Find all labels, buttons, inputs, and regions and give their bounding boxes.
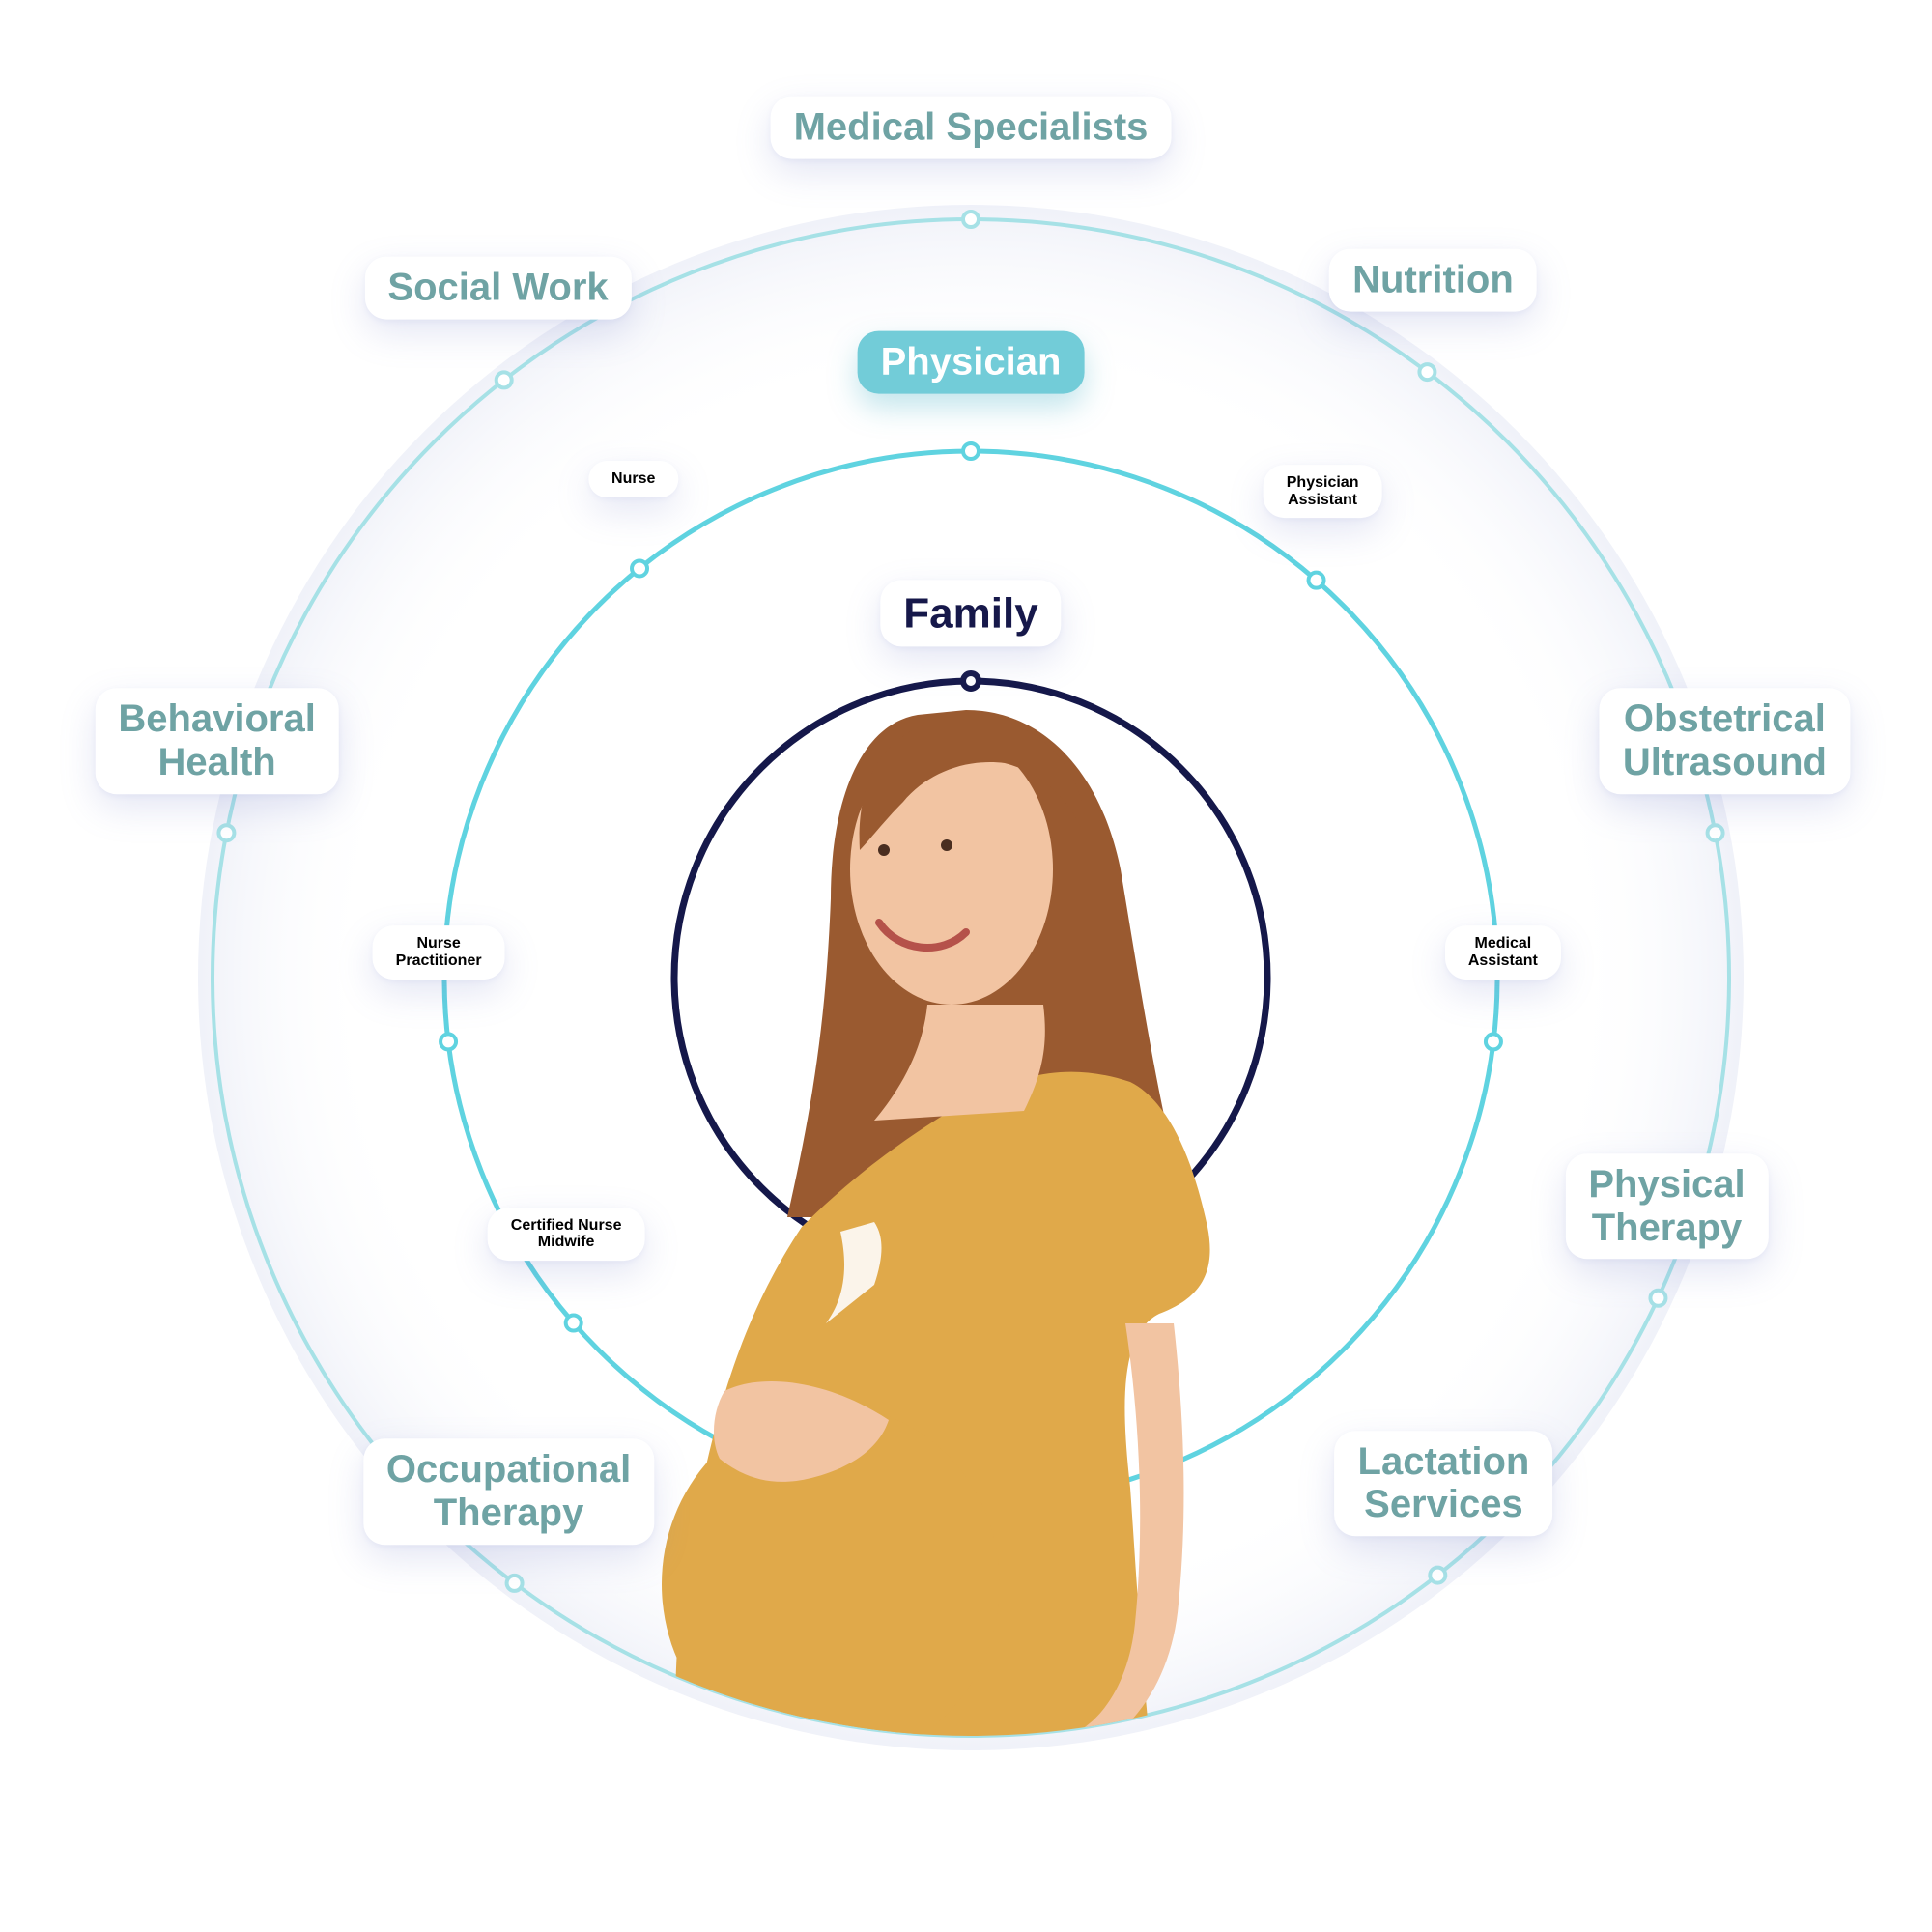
outer-ring-node-obstetrical-ultrasound (1705, 823, 1725, 843)
role-label-physician: Physician (857, 330, 1085, 394)
outer-ring-node-occupational-therapy (504, 1573, 525, 1593)
role-label-behavioral-health: Behavioral Health (95, 688, 339, 794)
outer-ring-node-lactation-services (1428, 1565, 1448, 1585)
role-label-obstetrical-ultrasound: Obstetrical Ultrasound (1599, 688, 1850, 794)
outer-ring-node-behavioral-health (216, 823, 237, 843)
lace (826, 1222, 882, 1323)
role-label-family: Family (880, 580, 1062, 647)
role-label-nurse-practitioner: Nurse Practitioner (372, 925, 505, 980)
middle-ring-node-physician (961, 441, 980, 461)
role-label-nutrition: Nutrition (1329, 248, 1537, 312)
eye-left (878, 844, 890, 856)
hair-front (859, 716, 1087, 850)
inner-ring-node-family (960, 670, 981, 692)
role-label-nurse: Nurse (588, 461, 679, 498)
eye-right (941, 839, 952, 851)
outer-ring-node-nutrition (1417, 362, 1437, 383)
hand (713, 1381, 889, 1482)
belly (662, 1406, 1000, 1736)
smile (875, 919, 970, 952)
middle-ring-node-medical-assistant (1483, 1032, 1503, 1052)
role-label-social-work: Social Work (364, 257, 632, 320)
middle-ring-node-nurse (630, 558, 650, 579)
ring-node-dots (216, 210, 1725, 1593)
role-label-physician-assistant: Physician Assistant (1263, 464, 1382, 519)
role-label-occupational-therapy: Occupational Therapy (362, 1438, 655, 1545)
role-label-medical-specialists: Medical Specialists (770, 96, 1172, 159)
role-label-medical-assistant: Medical Assistant (1444, 925, 1561, 980)
pregnant-woman-photo (662, 710, 1210, 1736)
middle-ring-node-nurse-practitioner (439, 1032, 459, 1052)
role-label-lactation-services: Lactation Services (1334, 1430, 1553, 1537)
middle-ring-node-physician-assistant (1306, 570, 1326, 590)
role-label-certified-nurse-midwife: Certified Nurse Midwife (487, 1207, 645, 1262)
outer-ring-node-medical-specialists (961, 210, 980, 229)
outer-ring-node-social-work (494, 370, 514, 390)
middle-ring-node-certified-nurse-midwife (563, 1313, 583, 1333)
arm (1082, 1323, 1184, 1736)
outer-ring-node-physical-therapy (1648, 1288, 1668, 1308)
neck (874, 1005, 1045, 1121)
role-label-physical-therapy: Physical Therapy (1565, 1152, 1769, 1260)
